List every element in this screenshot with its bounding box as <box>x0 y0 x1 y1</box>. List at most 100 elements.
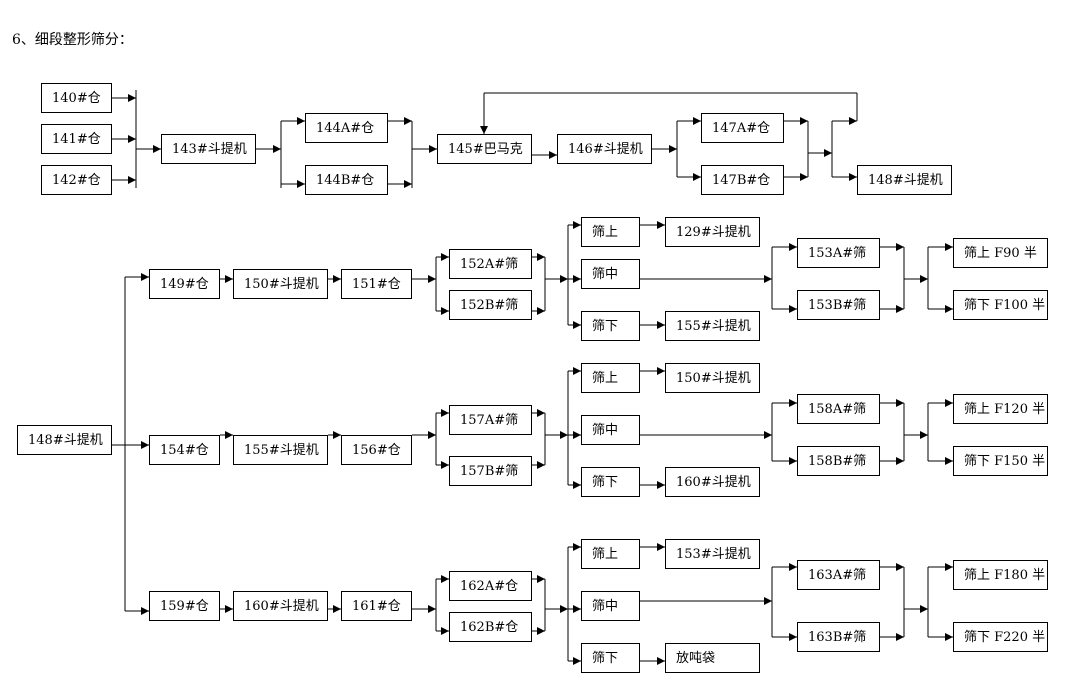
arrowhead <box>480 126 488 134</box>
node-n129: 129#斗提机 <box>665 217 760 247</box>
node-n145: 145#巴马克 <box>437 134 532 164</box>
arrowhead <box>800 173 808 181</box>
node-n157B: 157B#筛 <box>449 456 532 486</box>
node-n158B: 158B#筛 <box>797 446 880 476</box>
node-n146: 146#斗提机 <box>557 134 652 164</box>
arrowhead <box>537 307 545 315</box>
arrowhead <box>849 173 857 181</box>
node-n147B: 147B#仓 <box>701 165 784 195</box>
node-n158A: 158A#筛 <box>797 394 880 424</box>
node-n150: 150#斗提机 <box>233 269 328 299</box>
arrowhead <box>896 243 904 251</box>
arrowhead <box>657 657 665 665</box>
arrowhead <box>404 180 412 188</box>
arrowhead <box>549 151 557 159</box>
node-r1up: 筛上 <box>581 217 640 247</box>
node-n140: 140#仓 <box>41 83 112 113</box>
node-n148: 148#斗提机 <box>17 425 112 455</box>
node-n154: 154#仓 <box>149 435 220 465</box>
arrowhead <box>441 627 449 635</box>
node-r2outA: 筛上 F120 半 <box>953 394 1048 424</box>
arrowhead <box>441 253 449 261</box>
arrowhead <box>945 399 953 407</box>
arrowhead <box>945 633 953 641</box>
node-r1outA: 筛上 F90 半 <box>953 238 1048 268</box>
arrowhead <box>573 657 581 665</box>
arrowhead <box>537 575 545 583</box>
node-r1mid: 筛中 <box>581 259 640 289</box>
arrowhead <box>789 563 797 571</box>
arrowhead <box>896 457 904 465</box>
node-n161: 161#仓 <box>341 591 412 621</box>
node-r2mid: 筛中 <box>581 415 640 445</box>
node-n152A: 152A#筛 <box>449 249 532 279</box>
arrowhead <box>404 117 412 125</box>
arrowhead <box>225 431 233 439</box>
arrowhead <box>429 145 437 153</box>
arrowhead <box>800 117 808 125</box>
node-n155: 155#斗提机 <box>233 435 328 465</box>
node-n143: 143#斗提机 <box>161 134 256 164</box>
arrowhead <box>573 221 581 229</box>
node-n141: 141#仓 <box>41 124 112 154</box>
arrowhead <box>141 607 149 615</box>
node-n147A: 147A#仓 <box>701 113 784 143</box>
node-n163A: 163A#筛 <box>797 560 880 590</box>
arrowhead <box>849 117 857 125</box>
arrowhead <box>945 305 953 313</box>
arrowhead <box>669 145 677 153</box>
node-n153B: 153B#筛 <box>797 290 880 320</box>
arrowhead <box>573 481 581 489</box>
arrowhead <box>428 605 436 613</box>
arrowhead <box>297 117 305 125</box>
arrowhead <box>441 409 449 417</box>
arrowhead <box>537 253 545 261</box>
node-r1down: 筛下 <box>581 311 640 341</box>
node-n159: 159#仓 <box>149 591 220 621</box>
arrowhead <box>693 173 701 181</box>
arrowhead <box>441 307 449 315</box>
node-n150r2: 150#斗提机 <box>665 363 760 393</box>
arrowhead <box>428 431 436 439</box>
arrowhead <box>764 275 772 283</box>
arrowhead <box>920 605 928 613</box>
diagram-heading: 6、细段整形筛分： <box>12 32 133 48</box>
arrowhead <box>920 275 928 283</box>
arrowhead <box>945 563 953 571</box>
node-r1outB: 筛下 F100 半 <box>953 290 1048 320</box>
node-r2down: 筛下 <box>581 467 640 497</box>
node-r3outA: 筛上 F180 半 <box>953 560 1048 590</box>
arrowhead <box>141 273 149 281</box>
arrowhead <box>441 461 449 469</box>
node-n162A: 162A#仓 <box>449 571 532 601</box>
arrowhead <box>789 305 797 313</box>
node-r3outB: 筛下 F220 半 <box>953 622 1048 652</box>
arrowhead <box>945 457 953 465</box>
arrowhead <box>896 563 904 571</box>
arrowhead <box>128 135 136 143</box>
node-n160r2: 160#斗提机 <box>665 467 760 497</box>
arrowhead <box>273 145 281 153</box>
node-n153r3: 153#斗提机 <box>665 539 760 569</box>
arrowhead <box>573 543 581 551</box>
arrowhead <box>573 431 581 439</box>
arrowhead <box>789 243 797 251</box>
node-r3down: 筛下 <box>581 643 640 673</box>
node-n160: 160#斗提机 <box>233 591 328 621</box>
arrowhead <box>141 441 149 449</box>
arrowhead <box>225 605 233 613</box>
arrowhead <box>657 543 665 551</box>
arrowhead <box>573 275 581 283</box>
node-n157A: 157A#筛 <box>449 405 532 435</box>
arrowhead <box>657 367 665 375</box>
node-r2up: 筛上 <box>581 363 640 393</box>
arrowhead <box>945 243 953 251</box>
node-n149: 149#仓 <box>149 269 220 299</box>
node-n162B: 162B#仓 <box>449 612 532 642</box>
node-n155r1: 155#斗提机 <box>665 311 760 341</box>
arrowhead <box>764 431 772 439</box>
node-n144B: 144B#仓 <box>305 165 388 195</box>
arrowhead <box>333 275 341 283</box>
